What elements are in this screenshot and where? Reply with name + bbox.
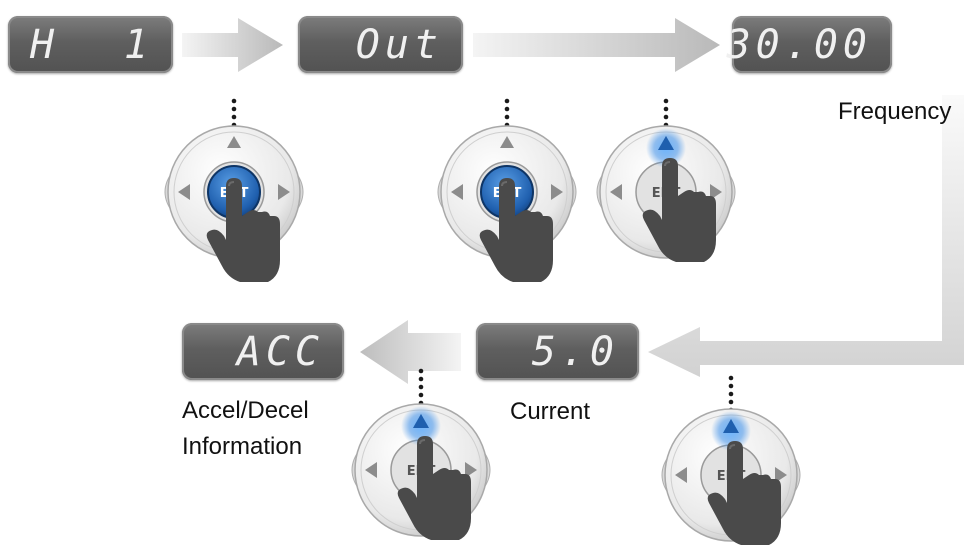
display-group-h1: H 1 bbox=[8, 16, 173, 73]
keypad-5-up-arrow-icon bbox=[723, 419, 739, 433]
keypad-5: ENT bbox=[661, 408, 801, 545]
arrow-h1-to-out bbox=[182, 18, 283, 72]
label-accel-line2: Information bbox=[182, 433, 303, 460]
arrow-current-to-accel bbox=[360, 320, 461, 384]
display-frequency-text: 30.00 bbox=[726, 21, 872, 68]
keypad-3: ENT bbox=[596, 125, 736, 263]
arrow-out-to-frequency bbox=[473, 18, 720, 72]
display-out-text: Out bbox=[355, 21, 443, 68]
display-current-text: 5.0 bbox=[531, 328, 619, 375]
display-current: 5.0 bbox=[476, 323, 639, 380]
keypad-4-up-arrow-icon bbox=[413, 414, 429, 428]
label-current: Current bbox=[510, 398, 591, 425]
display-out: Out bbox=[298, 16, 463, 73]
arrow-frequency-to-current bbox=[648, 95, 964, 377]
keypad-2: ENT bbox=[437, 125, 577, 283]
keypad-3-up-arrow-icon bbox=[658, 136, 674, 150]
display-h1-left-text: H bbox=[30, 21, 60, 68]
display-h1-right-text: 1 bbox=[123, 21, 153, 68]
display-accel: ACC bbox=[182, 323, 344, 380]
keypad-4: ENT bbox=[351, 403, 491, 541]
label-frequency: Frequency bbox=[838, 98, 952, 125]
keypad-1: ENT bbox=[164, 125, 304, 283]
label-accel-line1: Accel/Decel bbox=[182, 397, 309, 424]
display-frequency: 30.00 bbox=[727, 16, 892, 73]
display-accel-text: ACC bbox=[236, 328, 324, 375]
